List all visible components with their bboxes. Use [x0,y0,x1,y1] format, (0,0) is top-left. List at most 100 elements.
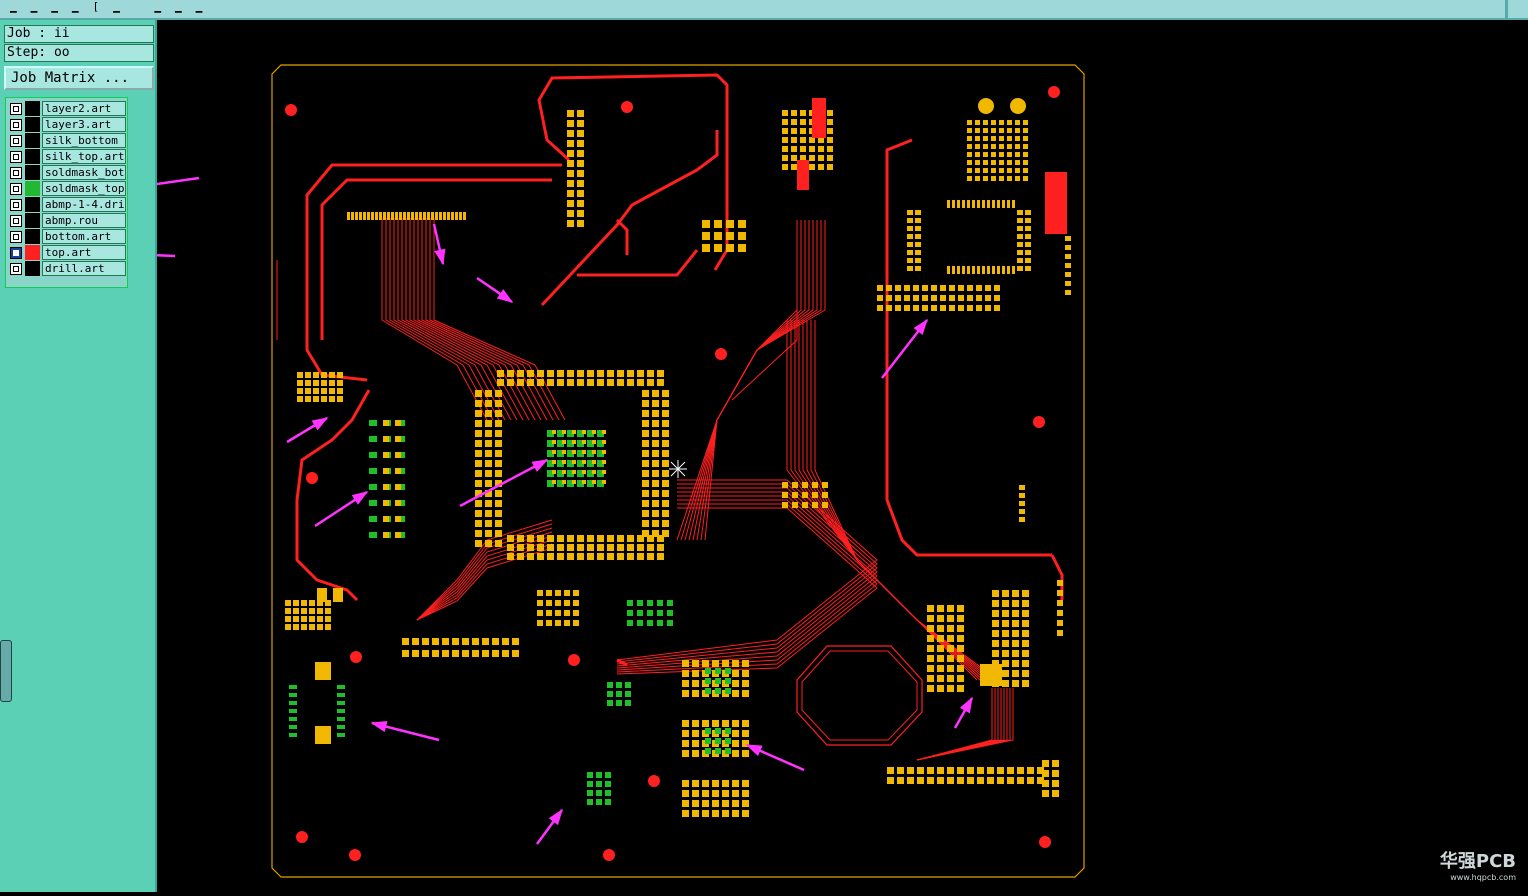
pad [887,777,894,784]
pad [289,685,297,689]
pad [682,750,689,757]
layer-panel: Job : ii Step: oo Job Matrix ... layer2.… [0,20,157,892]
pad [602,440,606,444]
pad [732,690,739,697]
pad [1017,226,1023,231]
pad [967,176,972,181]
layer-checkbox[interactable] [10,199,22,211]
layer-color-swatch[interactable] [25,117,40,132]
layer-color-swatch[interactable] [25,133,40,148]
layer-name[interactable]: abmp.rou [42,213,126,228]
layer-row[interactable]: silk_bottom [6,133,127,149]
layer-name[interactable]: layer2.art [42,101,126,116]
pcb-canvas[interactable] [125,20,1528,892]
pad [715,688,721,694]
layer-row[interactable]: abmp.rou [6,213,127,229]
layer-checkbox[interactable] [10,151,22,163]
layer-name[interactable]: top.art [42,245,126,260]
pad [475,410,482,417]
layer-name[interactable]: soldmask_bot [42,165,126,180]
pad [577,150,584,157]
pad [985,295,991,301]
pad [329,388,335,394]
layer-checkbox[interactable] [10,103,22,115]
pad [567,210,574,217]
panel-resize-handle[interactable] [0,640,12,702]
pad [627,535,634,542]
pad [983,168,988,173]
pad [642,450,649,457]
layer-color-swatch[interactable] [25,165,40,180]
pad [705,678,711,684]
layer-checkbox[interactable] [10,247,22,259]
pad [682,740,689,747]
layer-row[interactable]: soldmask_bot [6,165,127,181]
layer-color-swatch[interactable] [25,213,40,228]
pad [957,655,964,662]
layer-name[interactable]: abmp-1-4.dri [42,197,126,212]
pad [495,410,502,417]
pad [512,650,519,657]
pad [725,678,731,684]
layer-name[interactable]: layer3.art [42,117,126,132]
layer-row[interactable]: layer3.art [6,117,127,133]
layer-checkbox[interactable] [10,183,22,195]
layer-row[interactable]: top.art [6,245,127,261]
layer-checkbox[interactable] [10,119,22,131]
pad [1015,160,1020,165]
layer-color-swatch[interactable] [25,229,40,244]
pad [714,220,722,228]
layer-row[interactable]: drill.art [6,261,127,277]
layer-checkbox[interactable] [10,263,22,275]
layer-checkbox[interactable] [10,215,22,227]
pad [395,212,398,220]
layer-row[interactable]: abmp-1-4.dri [6,197,127,213]
pad [662,480,669,487]
layer-checkbox[interactable] [10,231,22,243]
pad [375,212,378,220]
pad [1025,234,1031,239]
layer-row[interactable]: silk_top.art [6,149,127,165]
layer-name[interactable]: silk_bottom [42,133,126,148]
pad [379,212,382,220]
layer-checkbox[interactable] [10,135,22,147]
layer-color-swatch[interactable] [25,197,40,212]
pad [647,610,653,616]
pad [827,119,833,125]
pad [715,668,721,674]
layer-row[interactable]: layer2.art [6,101,127,117]
layer-name[interactable]: drill.art [42,261,126,276]
layer-color-swatch[interactable] [25,149,40,164]
pad [877,295,883,301]
layer-row[interactable]: soldmask_top [6,181,127,197]
job-matrix-button[interactable]: Job Matrix ... [4,66,154,90]
toolbar-icons[interactable]: ▁▁▁▁[▁ ▁▁▁ [10,0,217,13]
pad [1002,590,1009,597]
mounting-hole [285,104,297,116]
pad [557,544,564,551]
pad [567,110,574,117]
layer-name[interactable]: soldmask_top [42,181,126,196]
pad [359,212,362,220]
mounting-hole [1048,86,1060,98]
pcb-view[interactable] [125,20,1528,892]
layer-color-swatch[interactable] [25,101,40,116]
pad [605,799,611,805]
pad [547,480,554,487]
pad [607,379,614,386]
layer-color-swatch[interactable] [25,261,40,276]
pad [552,430,556,434]
layer-color-swatch[interactable] [25,181,40,196]
layer-name[interactable]: silk_top.art [42,149,126,164]
pad [822,502,828,508]
pad [602,470,606,474]
layer-row[interactable]: bottom.art [6,229,127,245]
layer-checkbox[interactable] [10,167,22,179]
pad [605,790,611,796]
layer-color-swatch[interactable] [25,245,40,260]
pad [1017,210,1023,215]
pad [827,137,833,143]
layer-name[interactable]: bottom.art [42,229,126,244]
pad [395,516,401,522]
pad [395,468,401,474]
